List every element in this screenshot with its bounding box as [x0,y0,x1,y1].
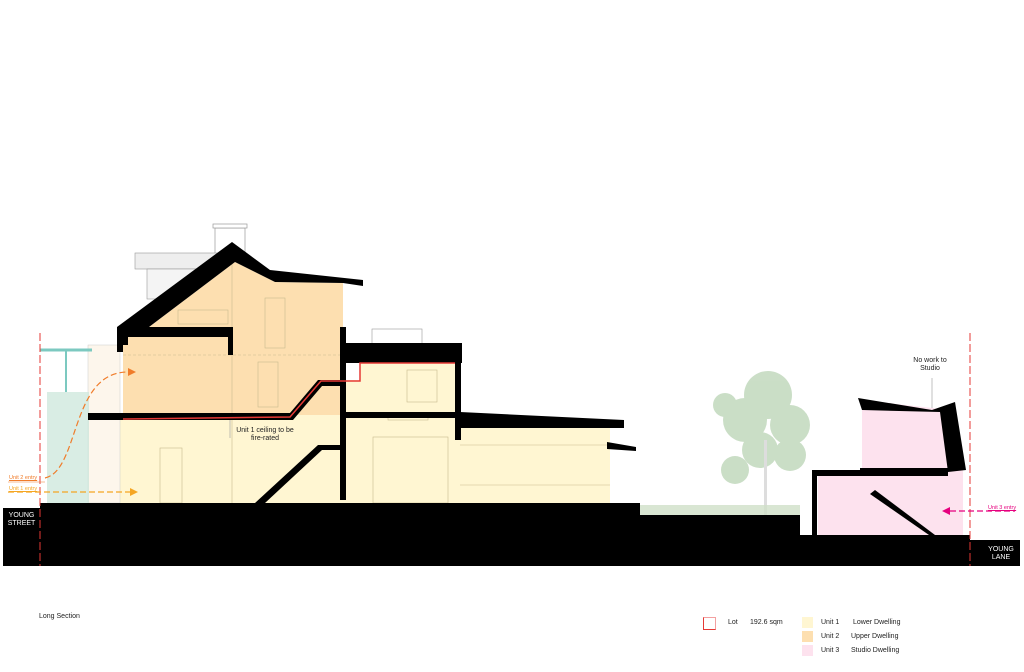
unit-3-studio-dwelling [818,400,963,535]
legend-unit-2-name: Upper Dwelling [851,633,899,640]
legend-unit-3-name: Studio Dwelling [851,647,900,654]
porch [40,344,121,504]
unit-1-swatch [802,617,813,628]
structure [0,242,1020,566]
unit-3-entry-arrow [942,507,1015,515]
unit-3-swatch [802,645,813,656]
no-work-note: No work to Studio [913,357,947,372]
unit-3-entry-label: Unit 3 entry [988,505,1017,511]
unit-1-entry-label: Unit 1 entry [9,486,38,492]
fire-rated-ceiling-line [122,362,455,420]
legend-unit-2: Unit 2 [821,633,840,640]
legend-lot-label: Lot [728,619,738,626]
legend-unit-1-name: Lower Dwelling [853,619,901,626]
tree [713,371,810,484]
lot-swatch [703,617,716,630]
legend-unit-1: Unit 1 [821,619,840,626]
skylight [371,328,423,346]
young-street-label: YOUNG STREET [7,512,36,527]
fire-rated-note: Unit 1 ceiling to be fire-rated [236,427,294,442]
young-lane-label: YOUNG LANE [988,546,1014,561]
ground-planting [640,505,800,515]
interior-furniture [123,262,610,504]
unit-2-entry-arrow [8,368,136,483]
legend-lot-value: 192.6 sqm [750,619,783,626]
unit-1-entry-arrow [8,488,138,496]
unit-2-swatch [802,631,813,642]
unit-1-lower-dwelling [120,363,610,503]
unit-2-entry-label: Unit 2 entry [9,475,38,481]
legend-unit-3: Unit 3 [821,647,840,654]
drawing-title: Long Section [39,613,80,620]
